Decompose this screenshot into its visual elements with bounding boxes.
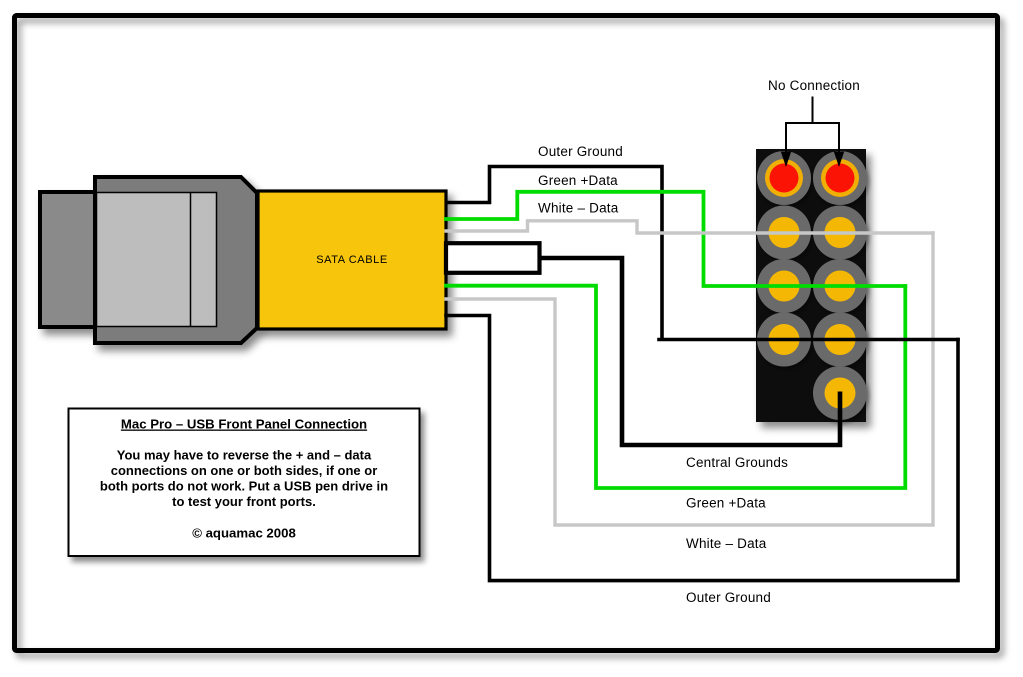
label-no-connection: No Connection xyxy=(768,78,860,93)
pin-nc-left xyxy=(769,163,799,193)
arrow-down-icon xyxy=(833,151,845,167)
wire-green-data-bottom xyxy=(444,283,908,490)
pointer-bracket xyxy=(785,122,840,153)
label-white-data-bottom: White – Data xyxy=(686,536,767,551)
no-connection-pins xyxy=(765,159,859,197)
wire-white-data-top xyxy=(444,219,935,235)
info-box-line: both ports do not work. Put a USB pen dr… xyxy=(100,479,388,494)
label-green-data-bottom: Green +Data xyxy=(686,496,766,511)
sata-cable-rect xyxy=(256,189,448,331)
sata-cable-body xyxy=(256,189,448,331)
info-box-frame xyxy=(67,407,421,557)
diagram-frame xyxy=(12,13,1000,653)
info-box-line: connections on one or both sides, if one… xyxy=(111,463,378,478)
central-grounds-cable xyxy=(443,241,542,275)
info-box-line: to test your front ports. xyxy=(172,494,316,509)
info-box-title: Mac Pro – USB Front Panel Connection xyxy=(121,417,367,432)
wire-central-grounds xyxy=(539,255,843,448)
wire-white-data-bottom xyxy=(444,231,935,527)
arrow-down-icon xyxy=(780,151,792,167)
connector-inner-panel xyxy=(95,191,218,328)
wire-outer-ground-bottom xyxy=(444,313,960,583)
sata-connector xyxy=(38,175,259,345)
wire-outer-ground-top xyxy=(446,164,664,340)
connector-plug-left xyxy=(38,190,98,329)
label-outer-ground-top: Outer Ground xyxy=(538,144,623,159)
wire-green-data-top xyxy=(444,189,908,288)
no-connection-pointer xyxy=(780,96,845,167)
sata-cable-label: SATA CABLE xyxy=(316,254,388,266)
info-box-line: You may have to reverse the + and – data xyxy=(117,448,372,463)
info-box: Mac Pro – USB Front Panel Connection You… xyxy=(67,407,421,557)
label-outer-ground-bottom: Outer Ground xyxy=(686,590,771,605)
info-box-copyright: © aquamac 2008 xyxy=(192,526,296,541)
label-central-grounds: Central Grounds xyxy=(686,455,788,470)
label-white-data-top: White – Data xyxy=(538,201,619,216)
label-green-data-top: Green +Data xyxy=(538,173,618,188)
pin-nc-right xyxy=(825,163,855,193)
